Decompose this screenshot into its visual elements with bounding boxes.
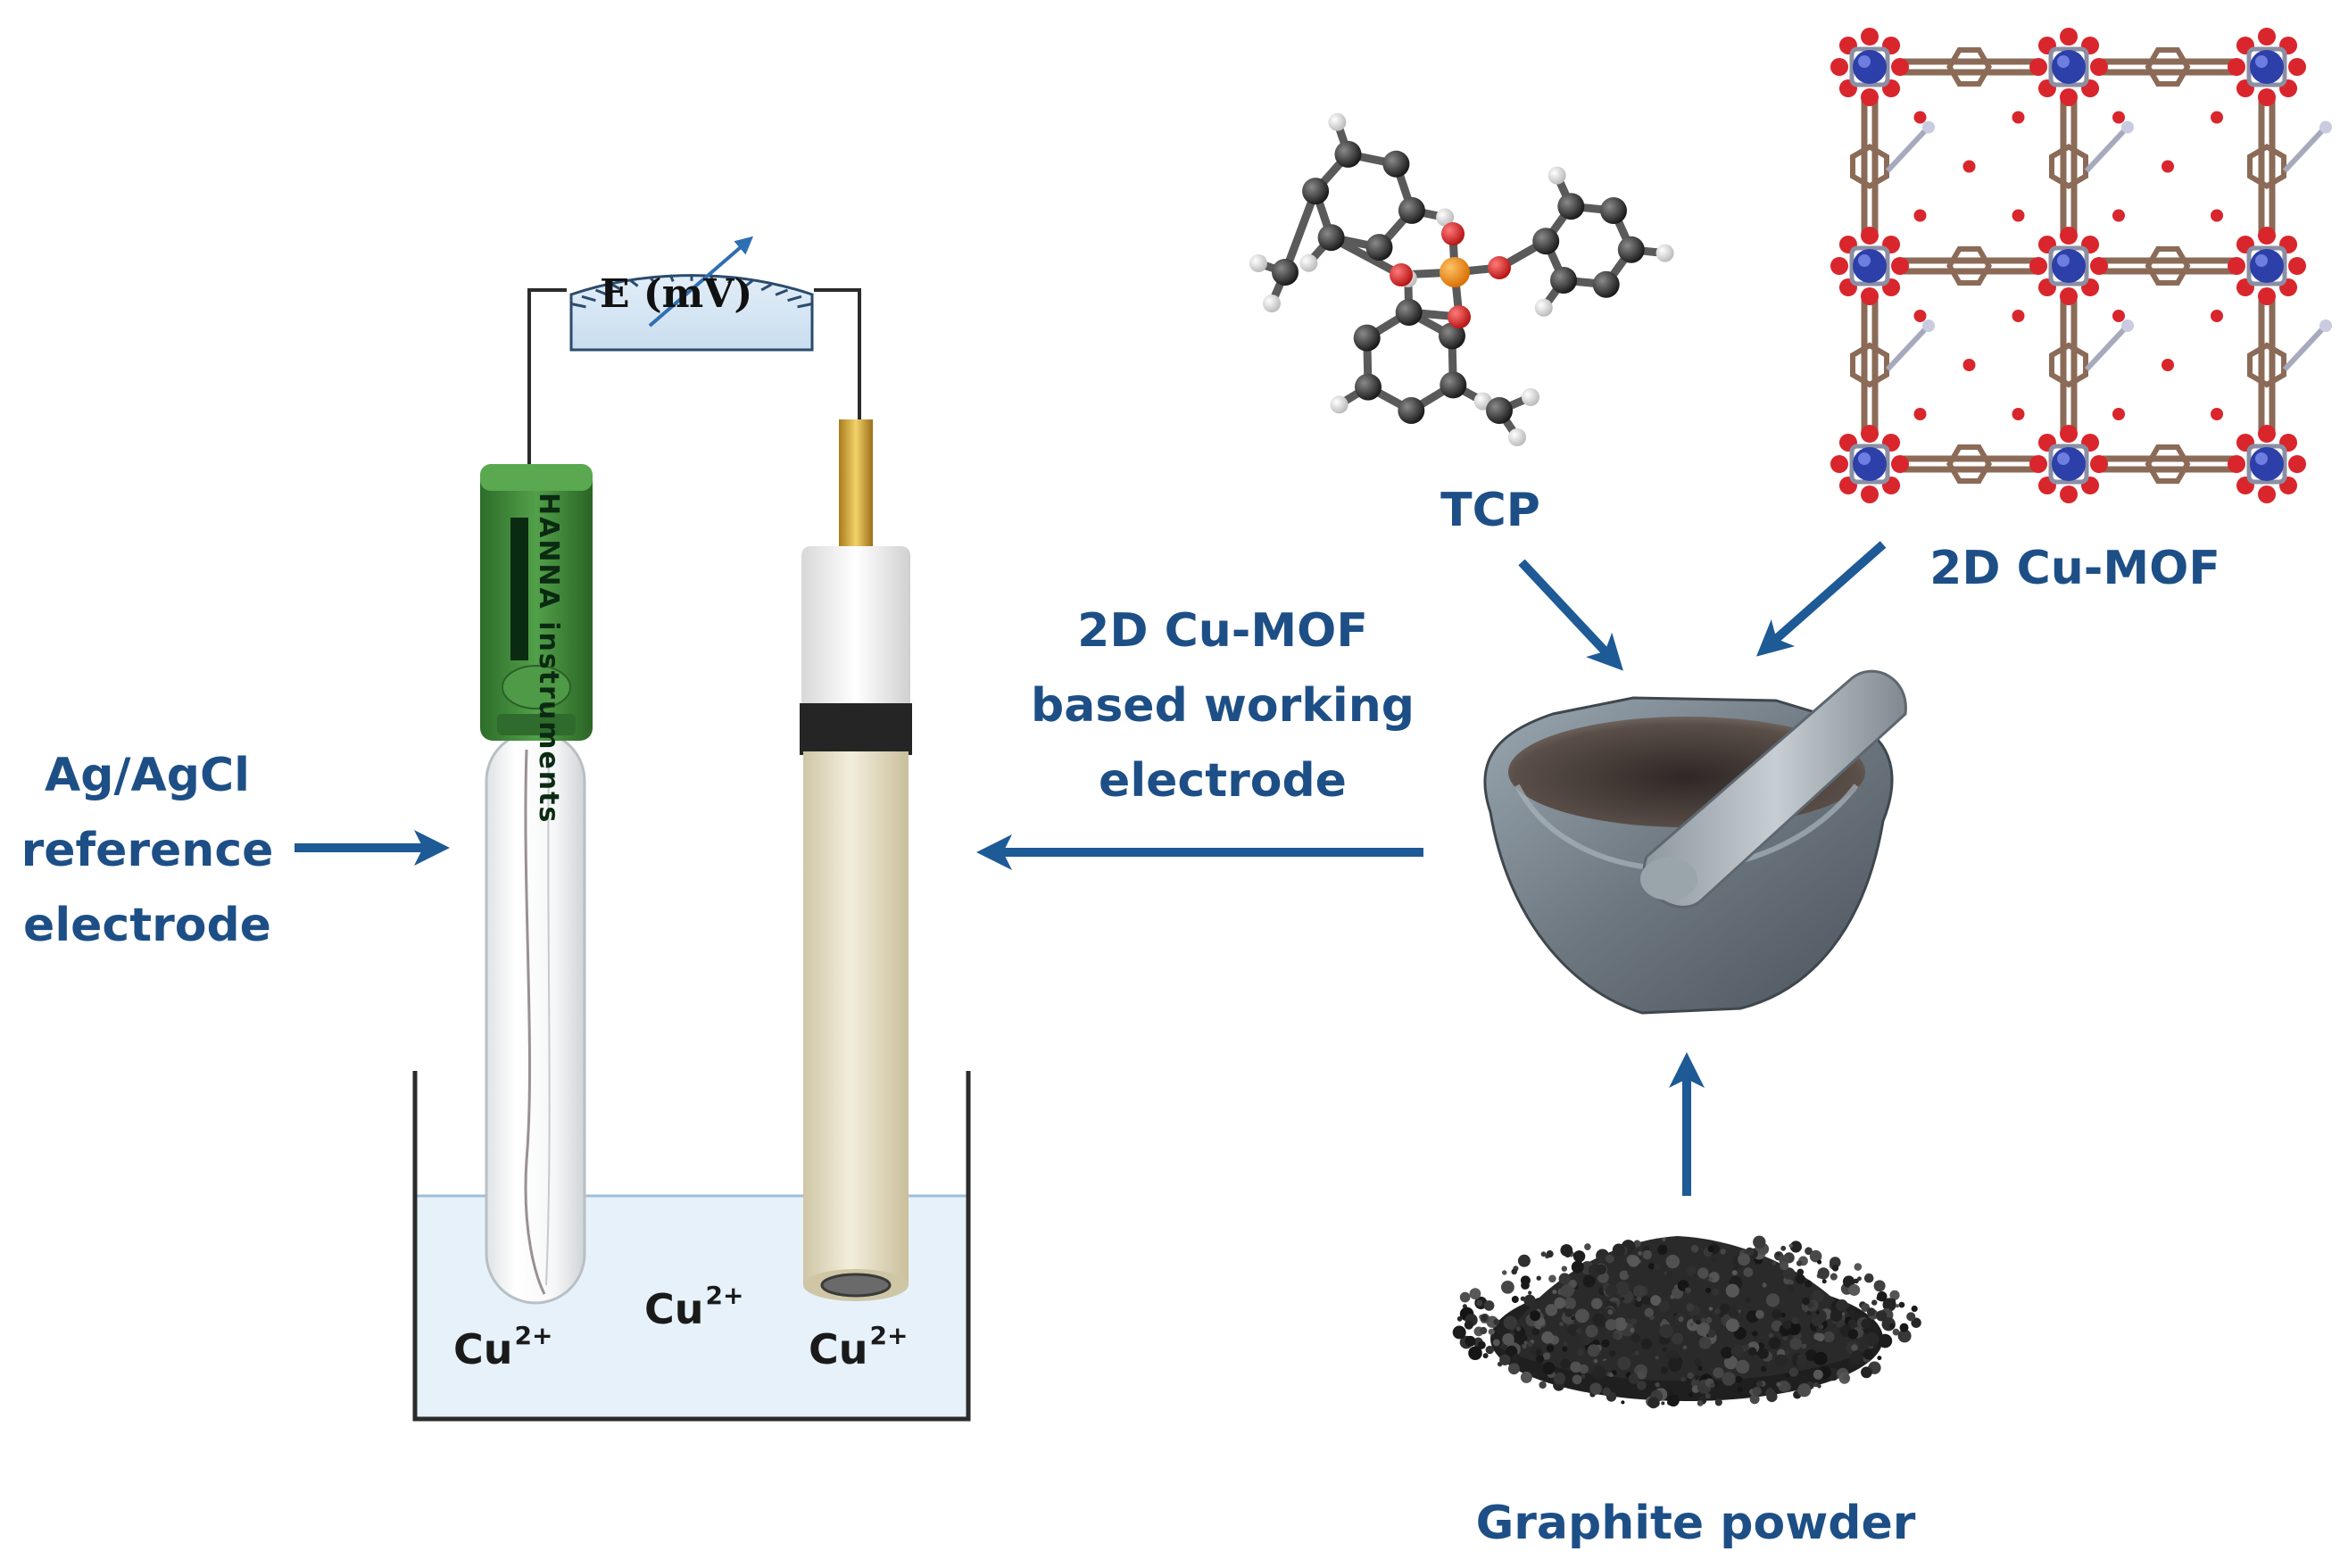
voltmeter-icon (569, 236, 814, 352)
circuit-wires (527, 288, 861, 464)
reference-label-line-3: electrode (23, 899, 271, 952)
reference-label-line-1: Ag/AgCl (45, 749, 250, 802)
ion-label-solution: Cu2+ (644, 1281, 744, 1333)
reference-label-line-2: reference (21, 824, 274, 877)
mof-label: 2D Cu-MOF (1929, 542, 2220, 595)
reference-electrode-label: Ag/AgCl reference electrode (18, 738, 277, 963)
working-label-line-3: electrode (1099, 754, 1347, 808)
ion-label-reference: Cu2+ (453, 1321, 553, 1373)
arrow-from-tcp (1518, 559, 1623, 671)
graphite-powder-icon (1452, 1235, 1921, 1409)
working-electrode-icon (800, 419, 912, 1301)
tcp-label: TCP (1440, 484, 1540, 537)
reference-brand-text: HANNA instruments (533, 493, 564, 825)
tcp-molecule-icon (1249, 112, 1674, 446)
working-label-line-2: based working (1031, 679, 1415, 733)
ion-label-working: Cu2+ (809, 1321, 909, 1373)
arrow-from-mof (1756, 541, 1887, 657)
reference-electrode-icon (480, 464, 593, 1305)
graphite-label: Graphite powder (1475, 1497, 1916, 1550)
working-electrode-label: 2D Cu-MOF based working electrode (1017, 593, 1428, 818)
flow-arrows (295, 541, 1887, 1196)
mortar-pestle-icon (1483, 669, 1907, 1015)
working-label-line-1: 2D Cu-MOF (1077, 604, 1368, 658)
cu-mof-structure-icon (1830, 28, 2332, 503)
meter-label: E (mV) (600, 271, 753, 317)
